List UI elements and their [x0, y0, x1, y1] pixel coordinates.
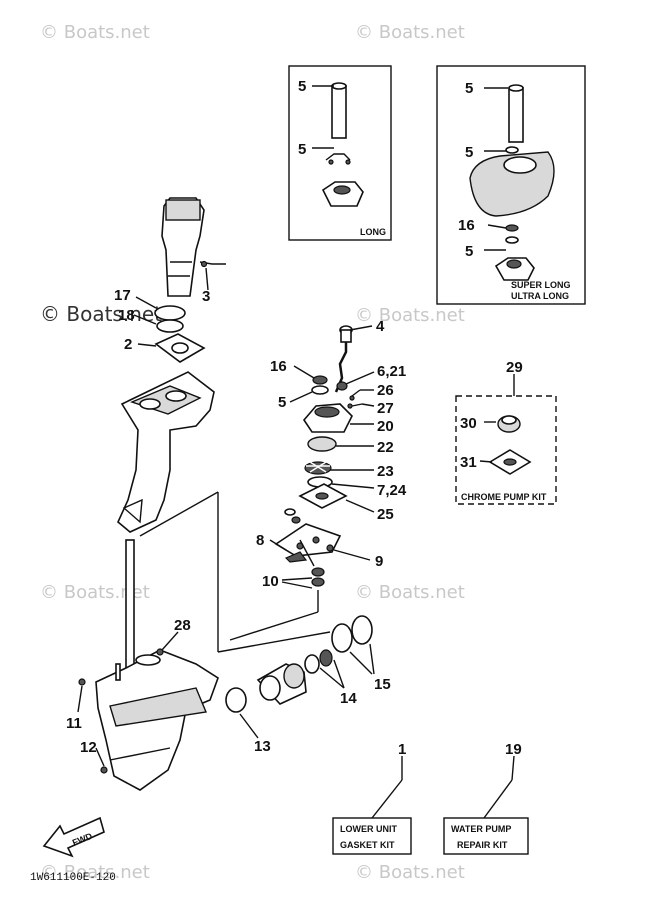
chrome-pump-kit: 29 30 31 CHROME PUMP KIT	[455, 359, 557, 505]
callout-3: 3	[202, 288, 210, 305]
leader-lines-lower	[77, 631, 375, 767]
water-pump-kit-line1: WATER PUMP	[451, 824, 511, 834]
callout-20: 20	[377, 418, 394, 435]
callout-15: 15	[374, 676, 391, 693]
callout-28: 28	[174, 617, 191, 634]
upper-casing-assembly	[117, 197, 226, 533]
leader-lines-pump	[269, 325, 375, 589]
inset-super-label-1: SUPER LONG	[511, 280, 571, 290]
water-pump-kit-line2: REPAIR KIT	[457, 840, 508, 850]
callout-7-24: 7,24	[377, 482, 407, 499]
diagram-code: 1W611100E-120	[30, 872, 116, 884]
lower-unit-kit-line2: GASKET KIT	[340, 840, 395, 850]
callout-17: 17	[114, 287, 131, 304]
inset-super-label-2: ULTRA LONG	[511, 291, 569, 301]
callout-4: 4	[376, 318, 385, 335]
watermark: © Boats.net	[40, 22, 150, 43]
callout-5: 5	[465, 243, 473, 260]
water-pump-stack	[274, 325, 363, 587]
watermark: © Boats.net	[355, 305, 465, 326]
inset-long-label: LONG	[360, 227, 386, 237]
inset-super-long: 5 5 16 5 SUPER LONG ULTRA LONG	[436, 65, 586, 305]
inset-long: 5 5 LONG	[288, 65, 392, 241]
callout-14: 14	[340, 690, 357, 707]
callout-11: 11	[66, 715, 82, 732]
callout-29: 29	[506, 359, 523, 376]
callout-5: 5	[465, 80, 473, 97]
watermark: © Boats.net	[40, 862, 150, 883]
callout-5: 5	[298, 78, 306, 95]
callout-30: 30	[460, 415, 477, 432]
callout-5: 5	[278, 394, 286, 411]
callout-26: 26	[377, 382, 394, 399]
lower-unit-kit-line1: LOWER UNIT	[340, 824, 397, 834]
callout-12: 12	[80, 739, 97, 756]
watermark: © Boats.net	[40, 582, 150, 603]
callout-5: 5	[465, 144, 473, 161]
watermark: © Boats.net	[355, 582, 465, 603]
leader-lines-upper	[133, 267, 209, 347]
lower-casing-assembly	[78, 491, 373, 791]
callout-22: 22	[377, 439, 394, 456]
callout-16: 16	[270, 358, 287, 375]
callout-25: 25	[377, 506, 394, 523]
chrome-pump-kit-label: CHROME PUMP KIT	[461, 492, 547, 502]
callout-6-21: 6,21	[377, 363, 406, 380]
callout-1: 1	[398, 741, 406, 758]
lower-unit-gasket-kit: 1 LOWER UNIT GASKET KIT	[332, 741, 412, 855]
callout-19: 19	[505, 741, 522, 758]
callout-8: 8	[256, 532, 264, 549]
callout-16: 16	[458, 217, 475, 234]
callout-5: 5	[298, 141, 306, 158]
watermark: © Boats.net	[355, 862, 465, 883]
callout-9: 9	[375, 553, 383, 570]
fwd-arrow-icon: FWD	[42, 816, 105, 858]
callout-23: 23	[377, 463, 394, 480]
callout-10: 10	[262, 573, 279, 590]
callout-13: 13	[254, 738, 271, 755]
callout-2: 2	[124, 336, 132, 353]
callout-31: 31	[460, 454, 477, 471]
water-pump-repair-kit: 19 WATER PUMP REPAIR KIT	[443, 741, 529, 855]
watermark: © Boats.net	[40, 302, 162, 326]
callout-18: 18	[118, 307, 135, 324]
callout-27: 27	[377, 400, 394, 417]
watermark: © Boats.net	[355, 22, 465, 43]
